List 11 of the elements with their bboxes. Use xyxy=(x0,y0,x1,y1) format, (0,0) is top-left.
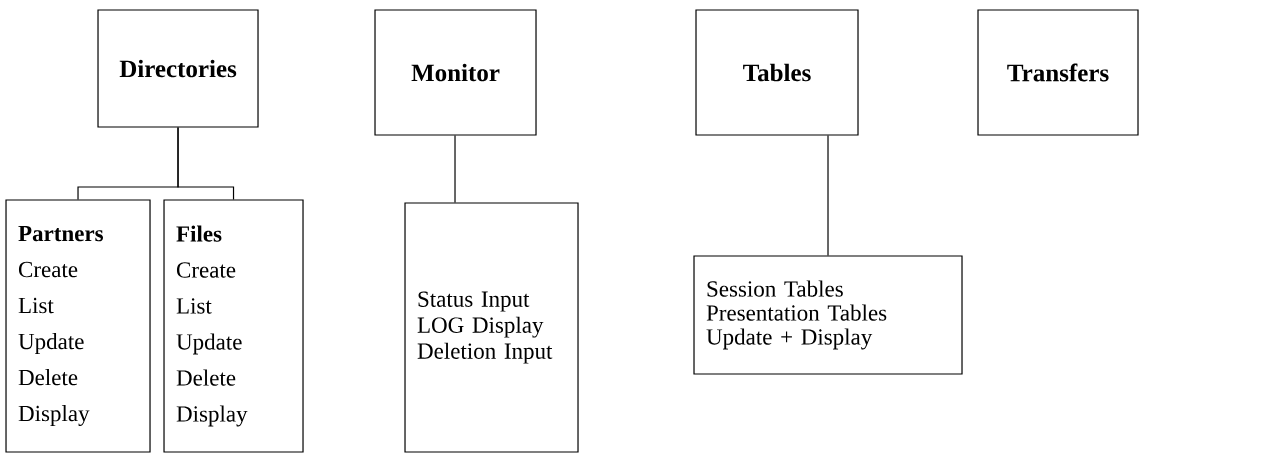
module-box: Monitor xyxy=(374,9,537,136)
connector-line xyxy=(454,135,456,203)
function-list-box: Session Tables Presentation Tables Update + Display xyxy=(693,255,963,375)
function-list-box: Status Input LOG Display Deletion Input xyxy=(404,202,579,453)
module-box: Tables xyxy=(695,9,859,136)
module-box: Transfers xyxy=(977,9,1139,136)
function-list-box: Partners Create List Update Delete Display xyxy=(5,199,151,453)
connector-line xyxy=(177,127,235,200)
module-box: Directories xyxy=(97,9,259,128)
connector-line xyxy=(827,135,829,256)
function-list-box: Files Create List Update Delete Display xyxy=(163,199,304,453)
